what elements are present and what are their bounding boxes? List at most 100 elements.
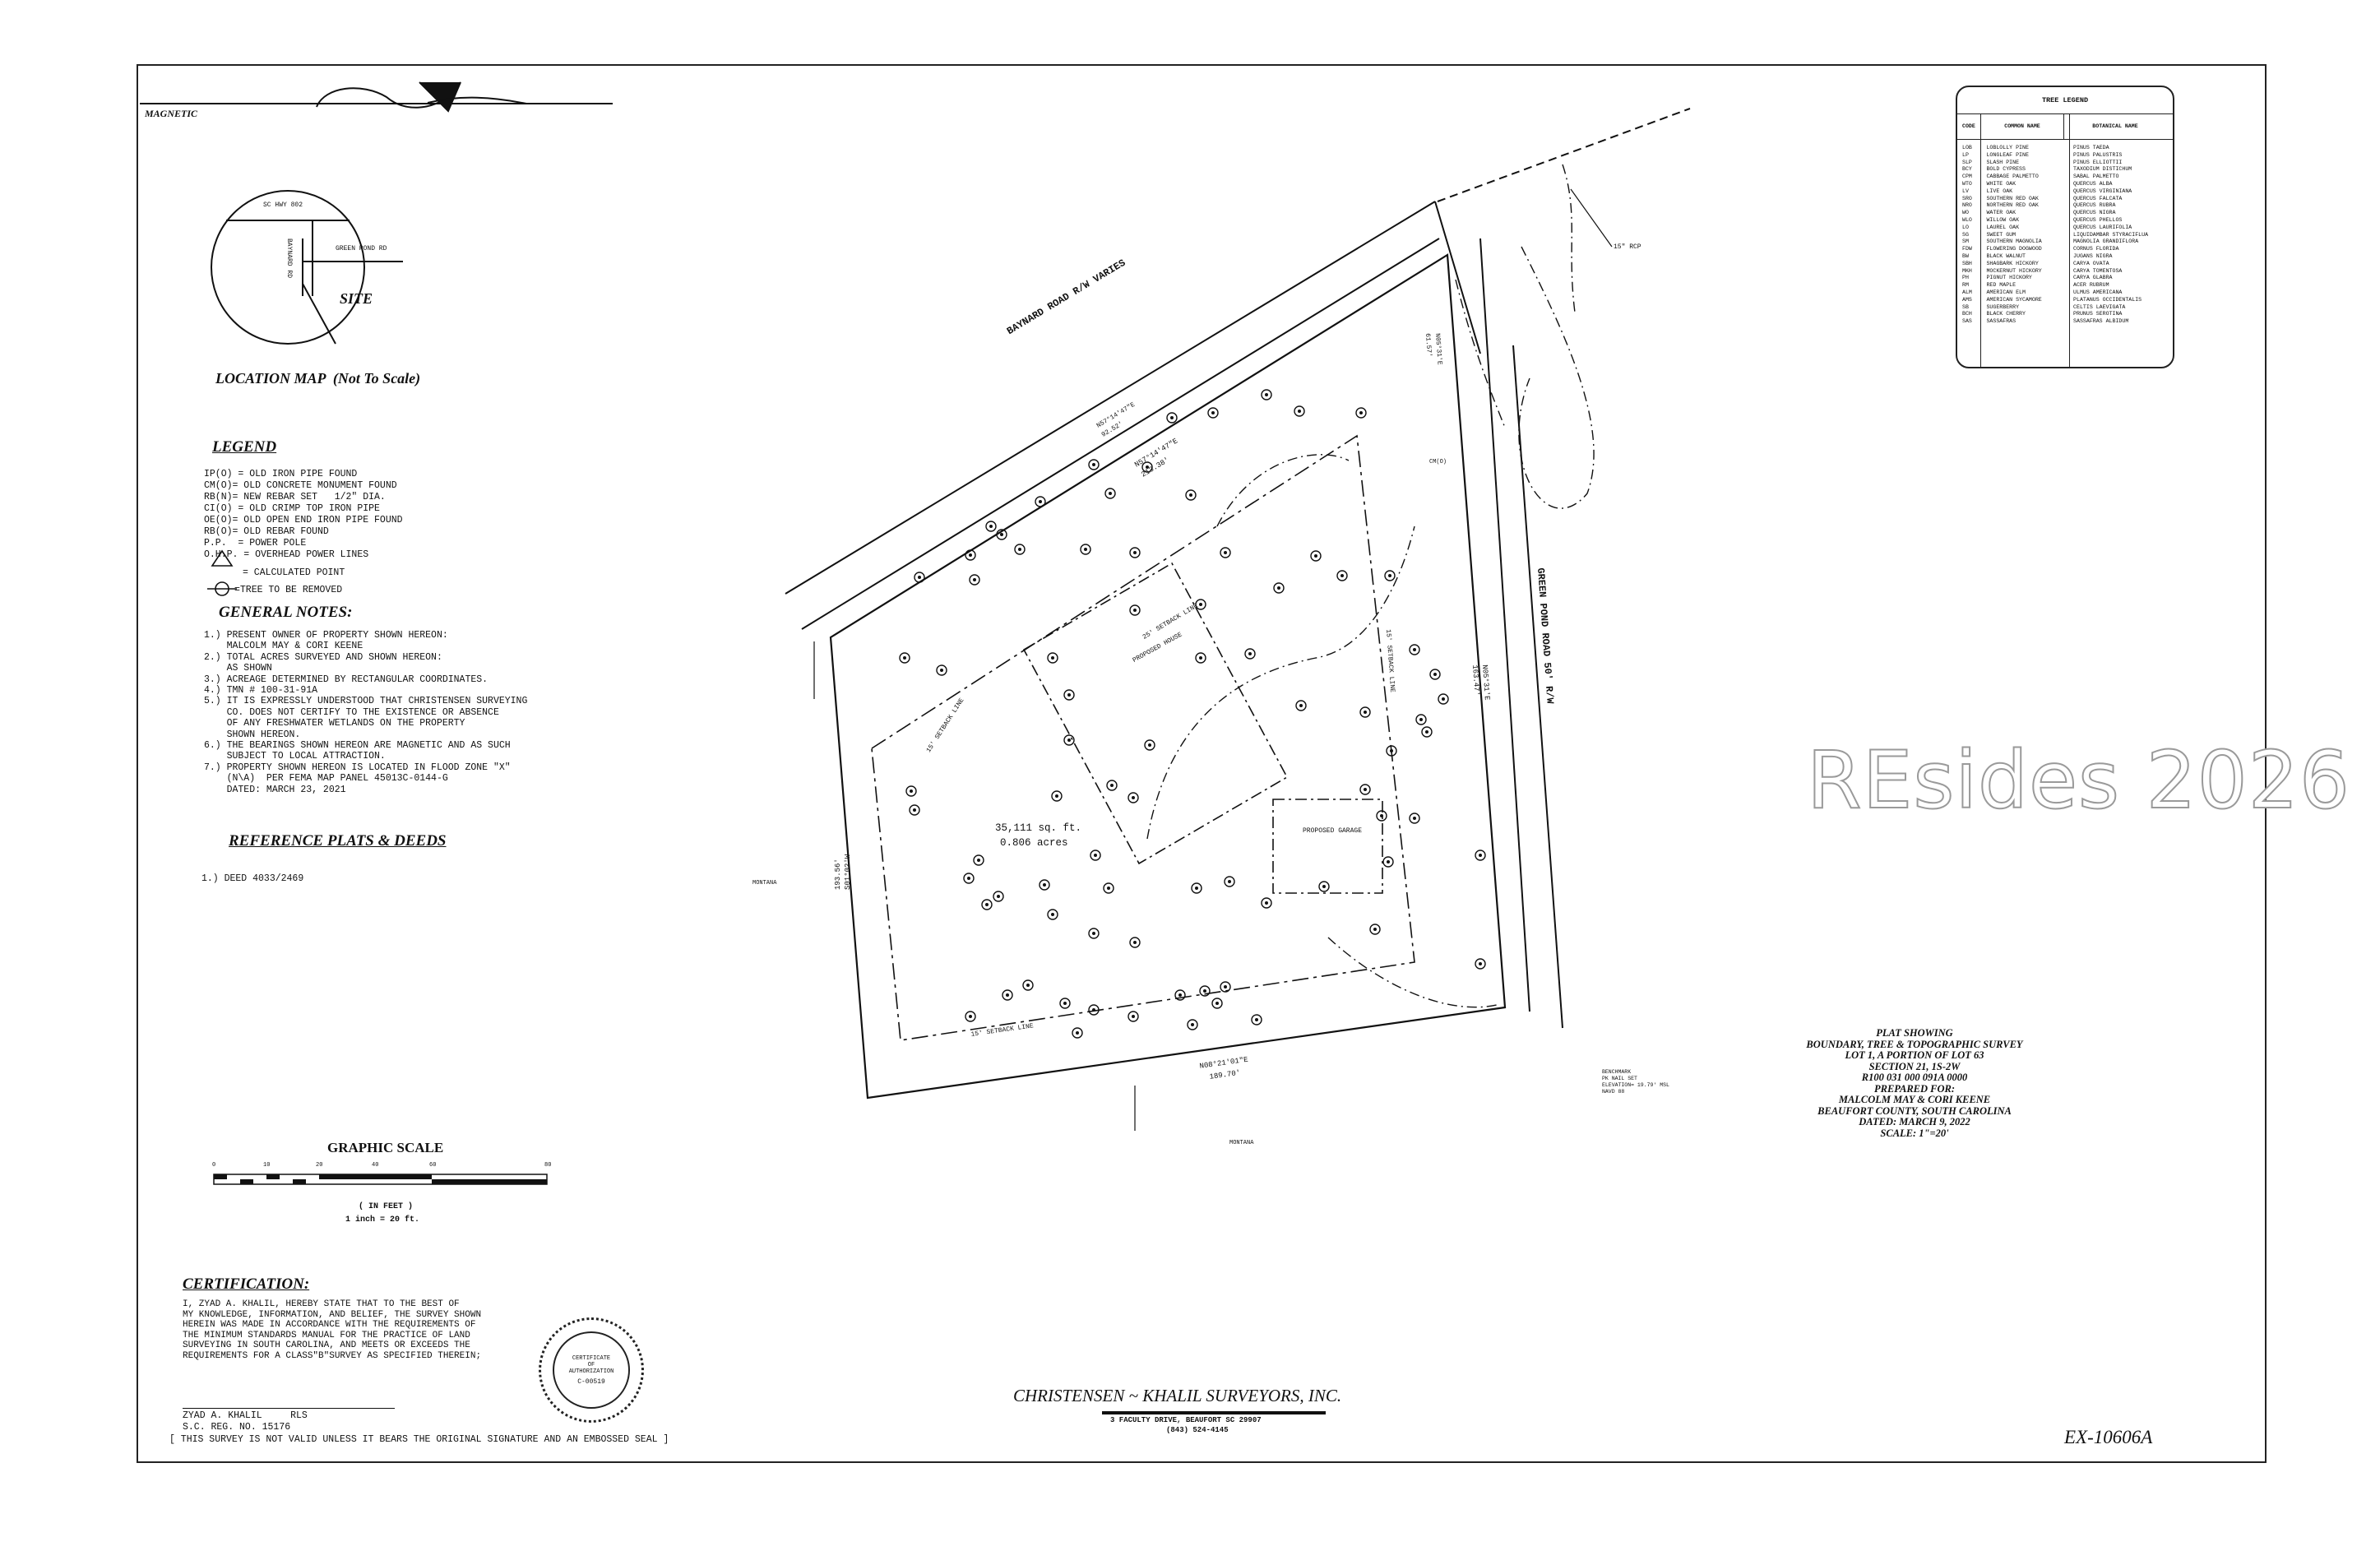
tree-legend-cell: QUERCUS ALBA — [2073, 180, 2113, 187]
property-boundary — [829, 253, 1507, 1100]
tree-icon — [1199, 985, 1211, 997]
tree-legend-cell: SB — [1962, 303, 1969, 310]
tree-icon — [899, 652, 910, 664]
tree-icon — [1144, 739, 1155, 751]
note-line: SHOWN HEREON. — [204, 729, 301, 740]
tree-icon — [965, 1011, 976, 1022]
tree-icon — [1295, 700, 1307, 711]
tree-icon — [1429, 669, 1441, 680]
tree-legend-cell: QUERCUS NIGRA — [2073, 210, 2116, 216]
tree-legend-cell: QUERCUS LAURIFOLIA — [2073, 224, 2132, 230]
garage-label: PROPOSED GARAGE — [1303, 827, 1363, 835]
general-notes-title: GENERAL NOTES: — [219, 604, 353, 621]
tree-icon — [1106, 780, 1118, 791]
tree-icon — [1261, 389, 1272, 400]
tree-legend-cell: BLACK WALNUT — [1986, 252, 2026, 259]
tree-legend-table: TREE LEGEND CODE COMMON NAME BOTANICAL N… — [1956, 86, 2174, 368]
tree-legend-cell: PLATANUS OCCIDENTALIS — [2073, 296, 2142, 303]
note-line: 2.) TOTAL ACRES SURVEYED AND SHOWN HEREO… — [204, 651, 442, 663]
location-map — [211, 190, 403, 345]
calculated-point-icon — [211, 549, 234, 567]
tree-icon — [1355, 407, 1367, 419]
tree-legend-cell: WILLOW OAK — [1986, 216, 2020, 223]
scale-tick: 10 — [263, 1162, 271, 1169]
tree-legend-cell: QUERCUS RUBRA — [2073, 202, 2116, 209]
scale-tick: 80 — [544, 1162, 552, 1169]
general-notes-list: 1.) PRESENT OWNER OF PROPERTY SHOWN HERE… — [204, 630, 527, 795]
tree-icon — [1220, 981, 1231, 993]
area-acres: 0.806 acres — [1000, 837, 1068, 849]
title-block-line: MALCOLM MAY & CORI KEENE — [1838, 1094, 1991, 1105]
title-block-line: DATED: MARCH 9, 2022 — [1859, 1116, 1970, 1127]
tree-legend-cell: PH — [1962, 275, 1969, 281]
tree-legend-cell: ALM — [1962, 289, 1972, 295]
title-block-line: SCALE: 1"=20' — [1880, 1127, 1949, 1139]
legend-item: RB(N)= NEW REBAR SET 1/2" DIA. — [204, 492, 386, 502]
benchmark-label: BENCHMARK PK NAIL SET ELEVATION= 19.79' … — [1602, 1069, 1669, 1095]
tree-icon — [1386, 745, 1397, 757]
legend-item: RB(O)= OLD REBAR FOUND — [204, 526, 329, 537]
tree-icon — [969, 574, 980, 586]
tree-icon — [936, 664, 947, 676]
company-phone: (843) 524-4145 — [1166, 1426, 1229, 1434]
tree-icon — [1195, 599, 1206, 610]
note-line: 4.) TMN # 100-31-91A — [204, 685, 318, 697]
graphic-scale-bar — [213, 1174, 548, 1185]
tree-icon — [963, 873, 975, 884]
seal-line: CERTIFICATE — [572, 1354, 611, 1362]
tree-icon — [1088, 928, 1100, 939]
tree-icon — [1039, 879, 1050, 891]
reference-item: 1.) DEED 4033/2469 — [201, 873, 304, 884]
title-block-line: BOUNDARY, TREE & TOPOGRAPHIC SURVEY — [1806, 1038, 2023, 1050]
tree-icon — [1187, 1019, 1198, 1030]
tree-legend-cell: LO — [1962, 224, 1969, 230]
tree-legend-cell: PINUS TAEDA — [2073, 145, 2109, 150]
scale-tick: 20 — [316, 1162, 323, 1169]
tree-legend-cell: CARYA OVATA — [2073, 260, 2109, 266]
dist-east2: 61.57' — [1424, 333, 1433, 358]
graphic-scale-title: GRAPHIC SCALE — [327, 1140, 444, 1155]
tree-icon — [1409, 644, 1420, 655]
tree-legend-cell: WTO — [1962, 180, 1972, 187]
certification-line: REQUIREMENTS FOR A CLASS"B"SURVEY AS SPE… — [183, 1350, 482, 1361]
note-line: 1.) PRESENT OWNER OF PROPERTY SHOWN HERE… — [204, 630, 448, 641]
legend-item: O.H.P. = OVERHEAD POWER LINES — [204, 549, 369, 560]
tree-legend-cell: BLACK CHERRY — [1986, 311, 2026, 317]
tree-legend-cell: CELTIS LAEVIGATA — [2073, 303, 2126, 310]
note-line: 7.) PROPERTY SHOWN HEREON IS LOCATED IN … — [204, 762, 511, 773]
location-map-road-vertical: BAYNARD RD — [285, 238, 293, 279]
tree-legend-header: CODE COMMON NAME BOTANICAL NAME — [1957, 114, 2173, 140]
certification-signer: ZYAD A. KHALIL RLS — [183, 1410, 308, 1421]
tree-icon — [1127, 1011, 1139, 1022]
tree-legend-header-cell: BOTANICAL NAME — [2092, 123, 2138, 129]
tree-legend-cell: JUGANS NIGRA — [2073, 252, 2113, 259]
seal-line: AUTHORIZATION — [568, 1368, 614, 1375]
graphic-scale-unit: ( IN FEET ) — [359, 1202, 414, 1211]
certification-line: SURVEYING IN SOUTH CAROLINA, AND MEETS O… — [183, 1340, 470, 1351]
tree-legend-cell: BOLD CYPRESS — [1986, 166, 2026, 173]
tree-icon — [1475, 850, 1486, 861]
tree-legend-cell: LONGLEAF PINE — [1986, 151, 2029, 158]
company-underline — [1102, 1411, 1326, 1414]
tree-icon — [905, 785, 917, 797]
tree-icon — [1207, 407, 1219, 419]
bearing-west: S01°02'W — [844, 854, 852, 890]
tree-icon — [1244, 648, 1256, 660]
tree-legend-divider — [1980, 113, 1981, 367]
tree-icon — [1261, 897, 1272, 909]
tree-legend-cell: RM — [1962, 282, 1969, 289]
tree-legend-cell: BCH — [1962, 311, 1972, 317]
sheet-border — [137, 64, 2267, 1463]
note-line: OF ANY FRESHWATER WETLANDS ON THE PROPER… — [204, 718, 465, 729]
